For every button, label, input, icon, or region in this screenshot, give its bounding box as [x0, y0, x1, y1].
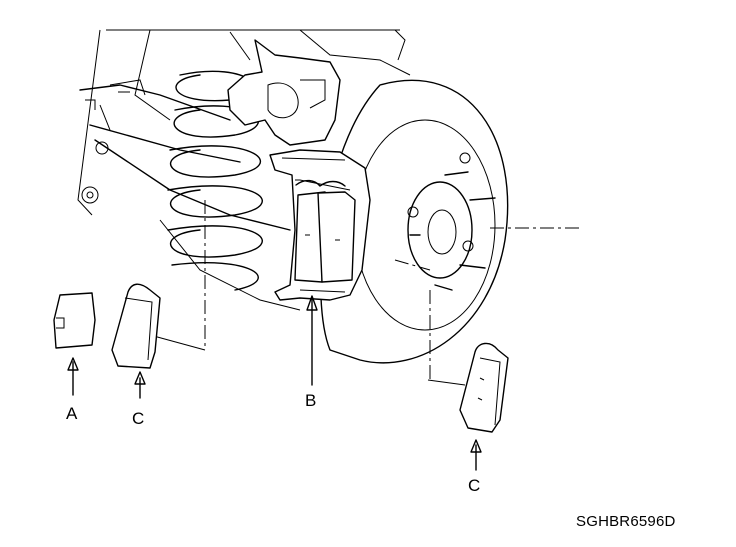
brake-pad-right: [459, 342, 509, 471]
suspension-body-lines: [77, 29, 411, 311]
label-c-left: C: [132, 409, 145, 428]
pointer-b: [306, 295, 318, 386]
label-b: B: [305, 391, 317, 410]
pad-shim: [53, 292, 96, 396]
figure-code: SGHBR6596D: [576, 513, 676, 530]
installed-pads: [294, 179, 356, 283]
label-c-right: C: [468, 476, 481, 495]
coil-spring: [149, 70, 263, 351]
label-a: A: [66, 404, 78, 423]
brake-pad-left: [111, 283, 161, 399]
